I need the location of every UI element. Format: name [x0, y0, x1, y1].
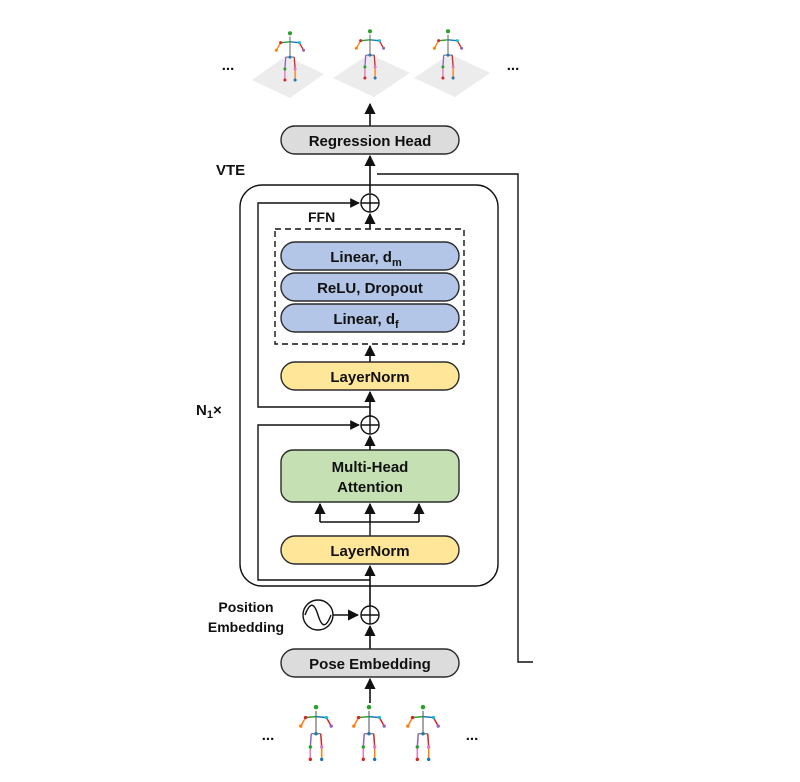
pose-embedding-block — [280, 648, 460, 678]
relu-dropout-block — [280, 272, 460, 302]
circle-plus-icon — [360, 193, 380, 213]
vte-encoder-box — [239, 184, 499, 587]
layernorm-bottom-block — [280, 535, 460, 565]
linear-dm-block — [280, 241, 460, 271]
circle-plus-icon — [360, 415, 380, 435]
output-poses: ... ... — [222, 28, 520, 98]
position-embedding-label-line1: Position — [218, 599, 273, 615]
input-poses: ... ... — [262, 704, 479, 762]
pose-embedding-label: Pose Embedding — [309, 656, 431, 673]
linear-df-label: Linear, df — [333, 311, 399, 331]
mha-label-line2: Attention — [337, 479, 403, 496]
ellipsis-left: ... — [222, 57, 235, 74]
linear-df-block — [280, 303, 460, 333]
regression-head-label: Regression Head — [309, 133, 432, 150]
ground-plane — [414, 54, 490, 97]
ellipsis-right-bottom: ... — [466, 727, 479, 744]
layernorm-top-block — [280, 361, 460, 391]
ffn-residual-line — [257, 198, 370, 408]
mha-label-line1: Multi-Head — [332, 459, 409, 476]
ground-plane — [252, 56, 324, 98]
layernorm-top-label: LayerNorm — [330, 369, 409, 386]
regression-head-block — [280, 125, 460, 155]
ellipsis-left-bottom: ... — [262, 727, 275, 744]
multi-head-attention-block — [280, 449, 460, 503]
repeat-label: N1× — [196, 402, 222, 421]
ground-plane — [333, 54, 410, 97]
relu-dropout-label: ReLU, Dropout — [317, 280, 423, 297]
ellipsis-right: ... — [507, 57, 520, 74]
circle-plus-icon — [360, 605, 380, 625]
skeleton-2d-icon — [351, 704, 387, 762]
skeleton-2d-icon — [405, 704, 441, 762]
outer-skip-line — [377, 173, 533, 663]
skeleton-2d-icon — [298, 704, 334, 762]
mha-residual-line — [257, 420, 370, 581]
sine-wave-icon — [302, 599, 334, 631]
linear-dm-label: Linear, dm — [330, 249, 402, 269]
position-embedding-label-line2: Embedding — [208, 619, 284, 635]
qkv-arrows — [314, 502, 425, 536]
layernorm-bottom-label: LayerNorm — [330, 543, 409, 560]
ffn-label: FFN — [308, 209, 335, 225]
vte-label: VTE — [216, 162, 245, 179]
